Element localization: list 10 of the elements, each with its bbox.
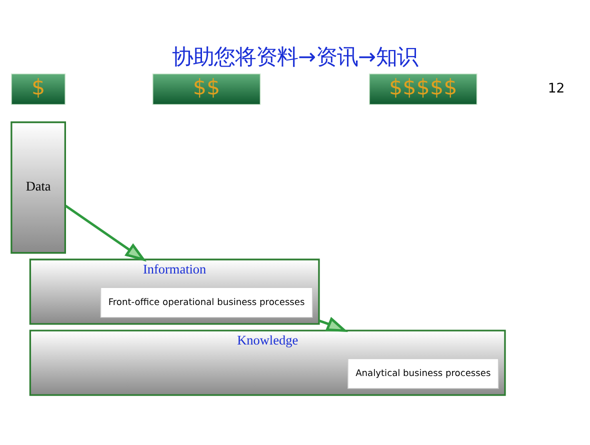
arrow [64,204,146,262]
node-box: Data [10,121,66,254]
node-box: Analytical business processes [348,358,499,389]
node-box: $$ [152,73,261,105]
arrow [318,316,348,332]
node-box: Front-office operational business processes [100,287,313,318]
label: 12 [548,81,565,96]
diagram-title: 协助您将资料→资讯→知识 [172,44,418,70]
node-box: $ [11,73,66,105]
node-box: $$$$$ [369,73,478,105]
